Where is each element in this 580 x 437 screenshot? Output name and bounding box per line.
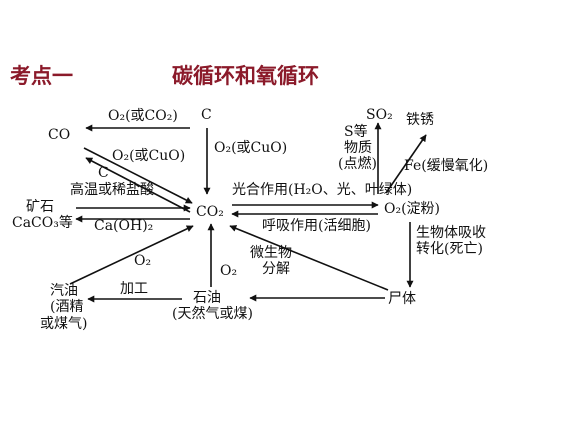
label-fe-slow: Fe(缓慢氧化) (404, 157, 488, 174)
label-s-line3: (点燃) (338, 155, 377, 172)
label-o2-left: O₂ (134, 253, 151, 269)
node-c: C (201, 107, 212, 123)
label-bio-line1: 生物体吸收 (416, 225, 486, 241)
node-gasoline-line2: (酒精 (50, 299, 83, 315)
label-caoh2: Ca(OH)₂ (94, 218, 153, 234)
label-o2-or-cuo: O₂(或CuO) (112, 148, 185, 164)
arrow-gasoline-to-co2 (69, 225, 194, 285)
label-o2-or-cuo-right: O₂(或CuO) (214, 140, 287, 156)
node-gasoline-line3: 或煤气) (40, 316, 87, 332)
label-high-temp: 高温或稀盐酸 (70, 181, 154, 198)
node-co2: CO₂ (196, 204, 224, 220)
label-bio-line2: 转化(死亡) (416, 241, 483, 257)
label-respiration: 呼吸作用(活细胞) (262, 218, 371, 234)
section-title: 考点一 (10, 64, 73, 88)
arrow-corpse-to-co2 (229, 225, 389, 291)
node-petroleum: 石油 (193, 290, 221, 306)
label-microbe-line2: 分解 (262, 261, 290, 277)
node-corpse: 尸体 (388, 291, 416, 307)
node-ore-line2: CaCO₃等 (12, 214, 73, 231)
node-co: CO (48, 127, 70, 143)
topic-title: 碳循环和氧循环 (172, 64, 319, 88)
node-o2-starch: O₂(淀粉) (384, 201, 440, 217)
label-photosynthesis: 光合作用(H₂O、光、叶绿体) (232, 182, 412, 198)
node-gasoline-line1: 汽油 (50, 283, 78, 299)
arrow-co2-to-co (85, 157, 191, 213)
arrow-o2-to-rust (385, 134, 427, 194)
label-microbe-line1: 微生物 (250, 245, 292, 261)
label-s-line2: 物质 (344, 140, 372, 156)
node-petroleum-sub: (天然气或煤) (172, 305, 253, 322)
node-rust: 铁锈 (406, 112, 434, 128)
node-ore-line1: 矿石 (26, 199, 54, 215)
arrow-co-to-co2 (83, 147, 193, 204)
label-o2-or-co2: O₂(或CO₂) (108, 108, 178, 124)
label-process: 加工 (120, 281, 148, 297)
label-s-line1: S等 (344, 123, 368, 140)
label-o2-mid: O₂ (220, 263, 237, 279)
node-so2: SO₂ (366, 107, 393, 123)
label-c-small: C (98, 165, 109, 181)
